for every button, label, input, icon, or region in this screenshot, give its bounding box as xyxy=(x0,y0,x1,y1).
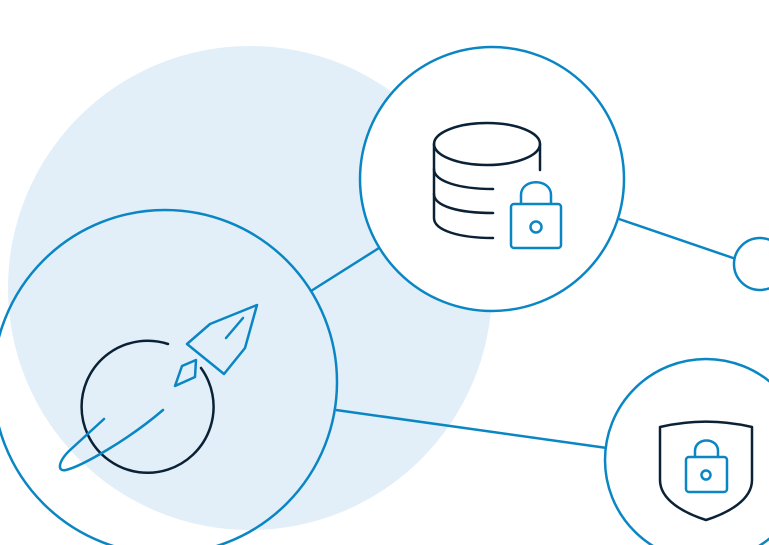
node-circle xyxy=(603,357,769,545)
node-circle xyxy=(0,208,339,545)
connector-rocket-to-database xyxy=(310,246,380,293)
shield-lock-icon xyxy=(658,420,754,522)
node-small xyxy=(732,236,769,292)
database-lock-icon xyxy=(432,121,563,250)
node-shield-lock xyxy=(603,357,769,545)
node-database-lock xyxy=(358,45,626,313)
connector-database-to-small-node xyxy=(618,217,737,261)
connector-rocket-to-shield xyxy=(335,408,608,450)
node-circle xyxy=(358,45,626,313)
node-rocket-orbit xyxy=(0,208,339,545)
rocket-orbit-icon xyxy=(58,303,259,474)
